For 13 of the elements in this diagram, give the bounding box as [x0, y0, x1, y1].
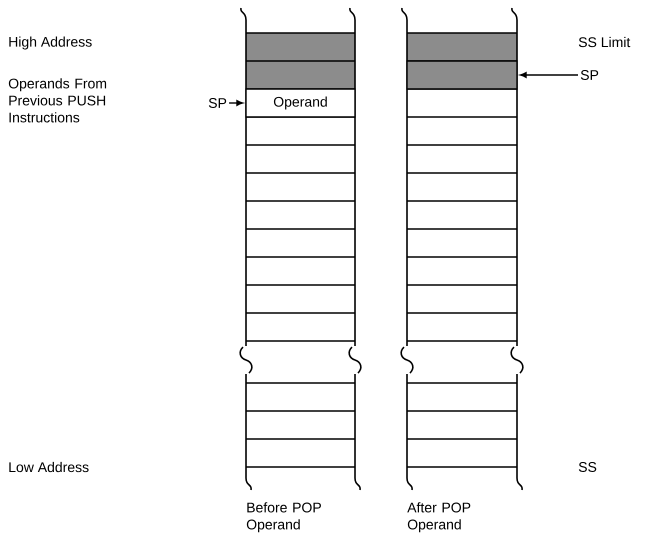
- caption-text: Before POP Operand: [246, 502, 321, 532]
- arrow: [520, 72, 578, 78]
- side-label: Operands From Previous PUSH Instructions: [8, 78, 106, 122]
- caption-text: After POP Operand: [407, 502, 470, 532]
- shaded-cell: [406, 60, 518, 90]
- pointer-label: SP: [208, 98, 226, 108]
- arrow: [229, 100, 244, 106]
- stack-cell: Operand: [245, 88, 356, 118]
- pointer-label: SP: [580, 70, 598, 80]
- side-label: SS Limit: [578, 36, 630, 48]
- side-label: Low Address: [9, 462, 89, 472]
- side-label: SS: [578, 462, 596, 472]
- side-label: High Address: [9, 36, 92, 50]
